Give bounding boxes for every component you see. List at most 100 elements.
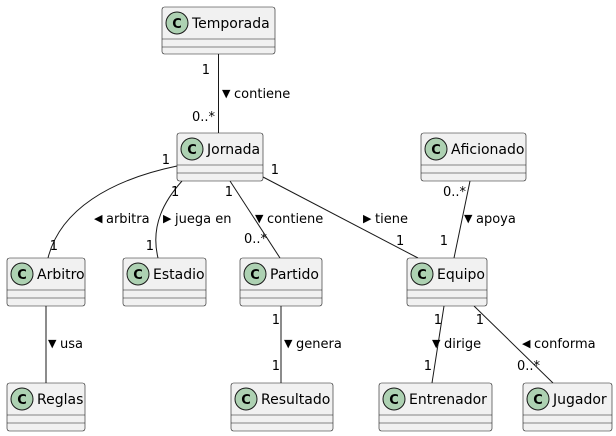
relation-line-jornada-estadio — [155, 180, 183, 259]
source-multiplicity: 1 — [202, 63, 210, 78]
class-stereotype-letter: C — [172, 17, 182, 32]
direction-arrow-icon: ▶ — [163, 212, 172, 225]
class-resultado: C Resultado — [230, 382, 334, 432]
source-multiplicity: 1 — [434, 313, 442, 328]
class-stereotype-letter: C — [17, 393, 27, 408]
class-name: Equipo — [437, 267, 485, 283]
target-multiplicity: 0..* — [244, 232, 268, 247]
class-reglas: C Reglas — [6, 382, 86, 432]
direction-arrow-icon: ▼ — [48, 337, 57, 350]
class-temporada: C Temporada — [161, 6, 276, 55]
class-stereotype-icon — [424, 137, 448, 161]
relation-label: contiene — [267, 212, 323, 227]
class-stereotype-icon — [10, 262, 34, 286]
target-multiplicity: 1 — [424, 359, 432, 374]
target-multiplicity: 1 — [272, 359, 280, 374]
class-stereotype-icon — [382, 387, 406, 411]
class-stereotype-icon — [526, 387, 550, 411]
class-stereotype-icon — [410, 262, 434, 286]
class-name: Partido — [270, 267, 319, 283]
source-multiplicity: 1 — [272, 313, 280, 328]
class-stereotype-letter: C — [187, 143, 197, 158]
source-multiplicity: 1 — [171, 185, 179, 200]
direction-arrow-icon: ▼ — [255, 212, 264, 225]
direction-arrow-icon: ◀ — [522, 337, 531, 350]
class-entrenador: C Entrenador — [378, 382, 493, 432]
class-stereotype-letter: C — [17, 268, 27, 283]
class-arbitro: C Arbitro — [6, 257, 86, 307]
class-stereotype-letter: C — [389, 393, 399, 408]
class-stereotype-letter: C — [533, 393, 543, 408]
target-multiplicity: 1 — [440, 234, 448, 249]
class-stereotype-icon — [10, 387, 34, 411]
relation-line-equipo-jugador — [473, 305, 554, 384]
class-name: Jugador — [552, 392, 607, 408]
relation-jornada-estadio: ▶juega en 1 1 — [146, 185, 232, 254]
class-name: Estadio — [153, 267, 205, 283]
direction-arrow-icon: ▼ — [432, 337, 441, 350]
class-stereotype-icon — [165, 11, 189, 35]
source-multiplicity: 1 — [271, 163, 279, 178]
class-stereotype-letter: C — [417, 268, 427, 283]
class-stereotype-letter: C — [250, 268, 260, 283]
target-multiplicity: 1 — [146, 239, 154, 254]
relation-jornada-equipo: ▶tiene 1 1 — [271, 163, 408, 249]
class-box — [378, 382, 493, 432]
class-stereotype-letter: C — [241, 393, 251, 408]
target-multiplicity: 1 — [396, 234, 404, 249]
relation-label: conforma — [534, 337, 596, 352]
class-stereotype-letter: C — [133, 268, 143, 283]
source-multiplicity: 1 — [225, 185, 233, 200]
class-name: Resultado — [261, 392, 330, 408]
class-name: Arbitro — [37, 267, 85, 283]
relation-label: juega en — [174, 212, 231, 227]
class-equipo: C Equipo — [406, 257, 488, 307]
class-name: Jornada — [206, 142, 260, 158]
class-partido: C Partido — [239, 257, 323, 307]
direction-arrow-icon: ▼ — [464, 212, 473, 225]
direction-arrow-icon: ▶ — [363, 212, 372, 225]
class-stereotype-icon — [234, 387, 258, 411]
direction-arrow-icon: ◀ — [94, 212, 103, 225]
class-jornada: C Jornada — [176, 132, 264, 182]
relation-line-jornada-arbitro — [47, 165, 178, 259]
relation-label: apoya — [476, 212, 516, 227]
source-multiplicity: 1 — [476, 313, 484, 328]
relation-jornada-arbitro: ◀arbitra 1 1 — [50, 153, 170, 254]
relation-label: usa — [60, 337, 83, 352]
target-multiplicity: 0..* — [517, 359, 541, 374]
relation-equipo-jugador: ◀conforma 1 0..* — [476, 313, 596, 374]
relation-line-equipo-entrenador — [431, 305, 445, 384]
class-stereotype-icon — [126, 262, 150, 286]
relation-jornada-partido: ▼contiene 1 0..* — [225, 185, 324, 247]
direction-arrow-icon: ▼ — [284, 337, 293, 350]
class-name: Temporada — [191, 16, 270, 32]
source-multiplicity: 1 — [162, 153, 170, 168]
class-box — [420, 132, 527, 182]
relation-line-jornada-equipo — [262, 176, 419, 259]
class-name: Reglas — [37, 392, 83, 408]
relation-line-aficionado-equipo — [453, 180, 471, 259]
class-name: Entrenador — [409, 392, 487, 408]
class-stereotype-icon — [180, 137, 204, 161]
target-multiplicity: 1 — [50, 239, 58, 254]
relation-line-jornada-partido — [229, 180, 281, 259]
class-box — [161, 6, 276, 55]
relation-label: contiene — [234, 87, 290, 102]
source-multiplicity: 0..* — [443, 185, 467, 200]
relation-aficionado-equipo: ▼apoya 0..* 1 — [440, 185, 516, 249]
direction-arrow-icon: ▼ — [222, 87, 231, 100]
class-stereotype-icon — [243, 262, 267, 286]
class-jugador: C Jugador — [522, 382, 613, 432]
class-stereotype-letter: C — [431, 143, 441, 158]
relation-label: tiene — [375, 212, 408, 227]
class-estadio: C Estadio — [122, 257, 207, 307]
relation-label: arbitra — [106, 212, 150, 227]
